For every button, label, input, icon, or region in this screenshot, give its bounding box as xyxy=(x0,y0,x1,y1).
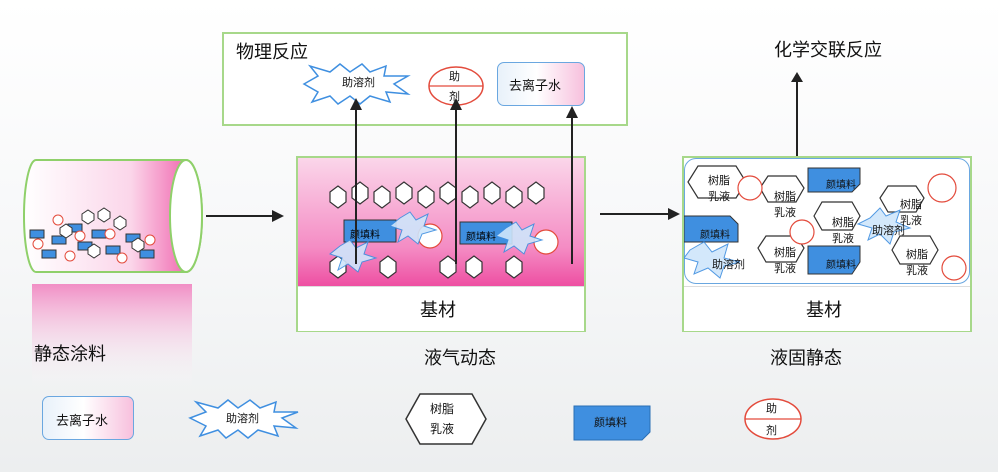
resin-r6-l1: 树脂 xyxy=(906,248,928,261)
coalescent-r2: 助溶剂 xyxy=(712,258,745,271)
resin-r2-l2: 乳液 xyxy=(774,206,796,219)
substrate-right-label: 基材 xyxy=(806,300,842,321)
legend-resin-label-2: 乳液 xyxy=(430,422,455,436)
static-coating-label: 静态涂料 xyxy=(34,344,106,365)
deionized-water-box-top xyxy=(497,62,585,106)
arrow-to-solid xyxy=(600,208,680,220)
legend-filler-shape xyxy=(573,405,651,441)
legend-additive-circle xyxy=(744,398,802,440)
filler-r1: 颜填料 xyxy=(826,180,856,191)
substrate-mid-label: 基材 xyxy=(420,300,456,321)
legend-resin-hexagon xyxy=(405,393,487,445)
legend-coalescent-star xyxy=(188,399,299,439)
filler-r3: 颜填料 xyxy=(826,260,856,271)
legend-additive-label-1: 助 xyxy=(766,402,777,415)
liquid-solid-static-label: 液固静态 xyxy=(770,348,842,369)
resin-r1-l1: 树脂 xyxy=(708,174,730,187)
chemical-reaction-title: 化学交联反应 xyxy=(774,40,882,61)
static-coating-cylinder xyxy=(23,159,203,390)
legend-filler-label: 颜填料 xyxy=(594,416,627,429)
arrow-to-dynamic xyxy=(206,210,284,222)
physical-reaction-title: 物理反应 xyxy=(236,42,308,63)
resin-r1-l2: 乳液 xyxy=(708,190,730,203)
legend-additive-label-2: 剂 xyxy=(766,424,777,437)
additive-label-top-1: 助 xyxy=(449,70,460,83)
resin-r3-l2: 乳液 xyxy=(832,232,854,245)
coalescent-r1: 助溶剂 xyxy=(872,224,905,237)
legend-deionized-water-label: 去离子水 xyxy=(56,414,109,429)
coalescent-label-top: 助溶剂 xyxy=(342,76,375,89)
deionized-water-label-top: 去离子水 xyxy=(509,79,562,94)
legend-coalescent-label: 助溶剂 xyxy=(226,412,259,425)
filler-r2: 颜填料 xyxy=(700,230,730,241)
resin-r6-l2: 乳液 xyxy=(906,264,928,277)
coalescent-star-top xyxy=(302,63,411,105)
resin-r2-l1: 树脂 xyxy=(774,190,796,203)
additive-label-top-2: 剂 xyxy=(449,90,460,103)
resin-r5-l1: 树脂 xyxy=(774,246,796,259)
substrate-right xyxy=(684,286,970,331)
resin-r4-l1: 树脂 xyxy=(900,198,922,211)
resin-r3-l1: 树脂 xyxy=(832,216,854,229)
filler-label-mid-1: 颜填料 xyxy=(350,230,380,241)
dynamic-particles xyxy=(328,181,559,279)
legend-deionized-water-box xyxy=(42,396,134,440)
substrate-mid xyxy=(298,286,584,331)
filler-label-mid-2: 颜填料 xyxy=(466,232,496,243)
liquid-gas-dynamic-label: 液气动态 xyxy=(424,348,496,369)
resin-r5-l2: 乳液 xyxy=(774,262,796,275)
evaporation-arrows xyxy=(350,98,578,264)
legend-resin-label-1: 树脂 xyxy=(430,402,455,416)
solid-particles xyxy=(684,165,967,281)
resin-r4-l2: 乳液 xyxy=(900,214,922,227)
